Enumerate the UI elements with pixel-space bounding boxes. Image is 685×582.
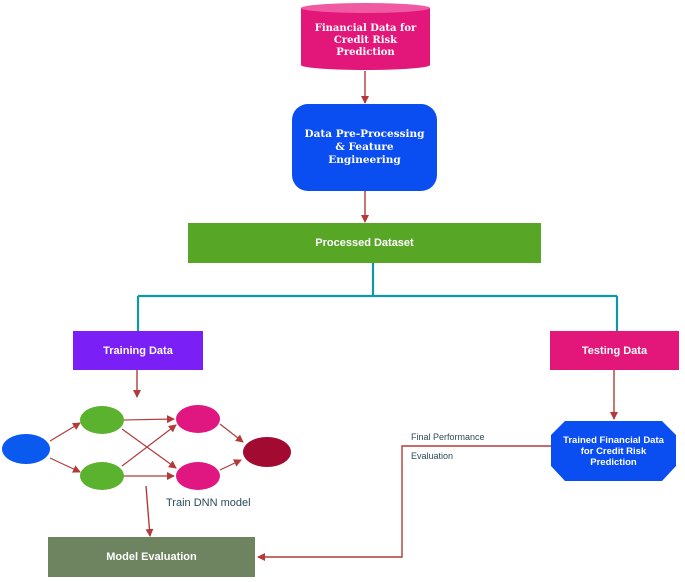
trained-financial-data-shape — [551, 421, 676, 481]
processed-dataset-label: Processed Dataset — [315, 237, 414, 249]
preprocessing-label: Data Pre-Processing & Feature Engineerin… — [304, 128, 425, 166]
final-performance-label-line2: Evaluation — [411, 451, 454, 461]
training-data-label: Training Data — [103, 344, 173, 357]
model-evaluation-node: Model Evaluation — [48, 537, 255, 577]
train-dnn-label: Train DNN model — [166, 497, 251, 509]
testing-data-node: Testing Data — [550, 331, 679, 370]
nn-hidden2-top-node — [176, 405, 220, 433]
nn-hidden1-top-node — [80, 406, 124, 434]
nn-hidden2-bottom-node — [176, 462, 220, 490]
testing-data-label: Testing Data — [581, 344, 648, 357]
financial-data-label: Financial Data for Credit Risk Predictio… — [314, 23, 417, 58]
arrow-network-to-model-eval — [145, 485, 154, 537]
financial-data-cylinder — [301, 3, 430, 70]
trained-financial-data-label: Trained Financial Data for Credit Risk P… — [563, 434, 664, 468]
arrow-trained-to-model-eval — [257, 445, 553, 561]
split-connector — [136, 263, 619, 331]
processed-dataset-node: Processed Dataset — [188, 223, 541, 263]
nn-output-node — [243, 437, 291, 467]
training-data-node: Training Data — [73, 331, 203, 370]
final-performance-label-line1: Final Performance — [411, 432, 485, 442]
model-evaluation-label: Model Evaluation — [106, 551, 197, 563]
financial-data-node: Financial Data for Credit Risk Predictio… — [301, 18, 430, 64]
nn-input-node — [2, 434, 50, 464]
network-edges — [49, 415, 244, 480]
preprocessing-node: Data Pre-Processing & Feature Engineerin… — [292, 104, 437, 191]
trained-financial-data-node: Trained Financial Data for Credit Risk P… — [553, 423, 674, 479]
nn-hidden1-bottom-node — [80, 462, 124, 490]
